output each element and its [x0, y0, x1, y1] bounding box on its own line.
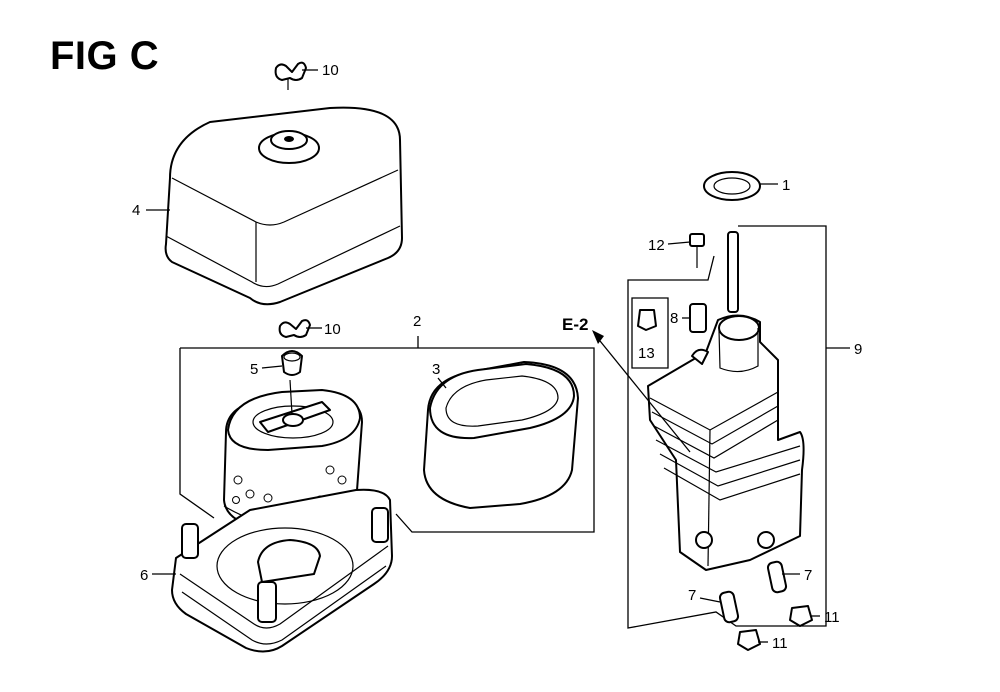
- wing-nut-lower: [278, 319, 311, 338]
- bracket-element-assembly: [179, 347, 595, 533]
- callout-9: 9: [854, 341, 862, 358]
- callout-6: 6: [140, 567, 148, 584]
- callout-4: 4: [132, 202, 140, 219]
- reference-arrow: [592, 330, 691, 453]
- callout-12: 12: [648, 237, 665, 254]
- callout-e2-reference: E-2: [562, 315, 588, 334]
- callout-1: 1: [782, 177, 790, 194]
- dowel-pins: [718, 560, 788, 624]
- callout-7-left: 7: [688, 587, 696, 604]
- nut-small: [637, 309, 657, 331]
- leader-lines: [146, 69, 850, 643]
- callout-10-lower: 10: [324, 321, 341, 338]
- callout-7-right: 7: [804, 567, 812, 584]
- flange-nuts: [737, 605, 813, 651]
- callout-13: 13: [638, 345, 655, 362]
- foam-element: [423, 361, 579, 509]
- air-cleaner-base: [171, 488, 393, 653]
- callout-11-bottom: 11: [772, 635, 788, 652]
- bolt: [689, 233, 705, 268]
- callout-11-right: 11: [824, 609, 840, 626]
- figure-title: FIG C: [50, 34, 160, 78]
- stud: [727, 231, 739, 313]
- wing-nut-upper: [274, 61, 307, 90]
- bracket-housing-assembly: [627, 225, 827, 629]
- air-cleaner-cover: [164, 106, 403, 306]
- callout-10-top: 10: [322, 62, 339, 79]
- callout-2: 2: [413, 313, 421, 330]
- callout-5: 5: [250, 361, 258, 378]
- callout-8: 8: [670, 310, 678, 327]
- callout-3: 3: [432, 361, 440, 378]
- collar: [689, 303, 707, 333]
- grommet: [281, 350, 303, 376]
- gasket-ring: [703, 171, 761, 201]
- air-cleaner-housing: [647, 314, 805, 571]
